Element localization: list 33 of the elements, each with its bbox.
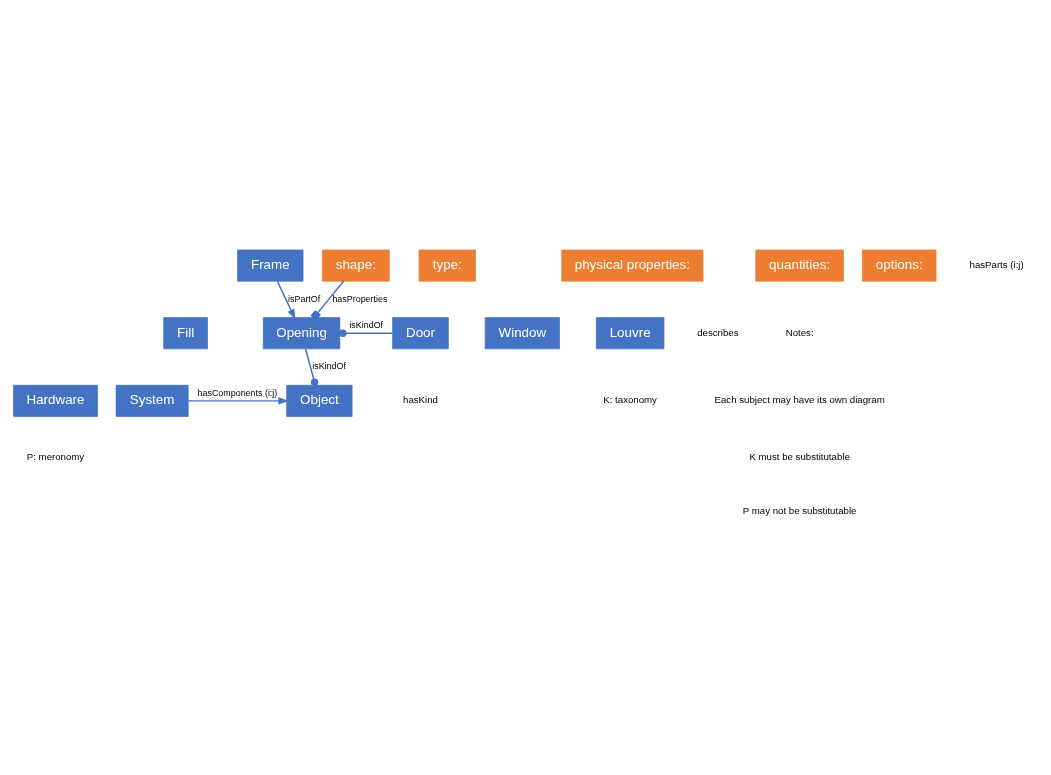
- label: P may not be substitutable: [742, 505, 857, 517]
- node-box: Frame: [237, 249, 304, 282]
- edge-label: isKindOf: [349, 320, 384, 331]
- edge-label: isPartOf: [288, 293, 321, 304]
- label: Each subject may have its own diagram: [714, 394, 885, 406]
- node-box: quantities:: [755, 249, 844, 282]
- node-box: Hardware: [13, 384, 98, 417]
- node-box: type:: [418, 249, 476, 282]
- node-box: Opening: [262, 317, 341, 350]
- label: K: taxonomy: [603, 394, 657, 406]
- label: hasKind: [403, 394, 438, 406]
- edge-label: hasProperties: [332, 293, 388, 304]
- node-box: System: [115, 384, 189, 417]
- node-box: options:: [862, 249, 937, 282]
- node-box: shape:: [322, 249, 390, 282]
- node-box: Door: [392, 317, 449, 350]
- edge-label: isKindOf: [312, 361, 346, 372]
- edge-label: hasComponents (i:j): [197, 388, 278, 399]
- connector: [339, 329, 394, 337]
- node-box: Window: [484, 317, 560, 350]
- label: Notes:: [785, 326, 814, 338]
- arrow: [187, 397, 289, 405]
- arrow: [276, 280, 296, 320]
- node-box: physical properties:: [561, 249, 704, 282]
- node-box: Object: [286, 384, 353, 417]
- label: describes: [697, 326, 739, 338]
- node-box: Louvre: [595, 317, 665, 350]
- label: P: meronomy: [26, 450, 85, 462]
- label: K must be substitutable: [749, 450, 850, 462]
- node-box: Fill: [163, 317, 208, 350]
- label: hasParts (i:j): [969, 259, 1024, 271]
- connector: [304, 348, 319, 387]
- connector: [310, 280, 345, 321]
